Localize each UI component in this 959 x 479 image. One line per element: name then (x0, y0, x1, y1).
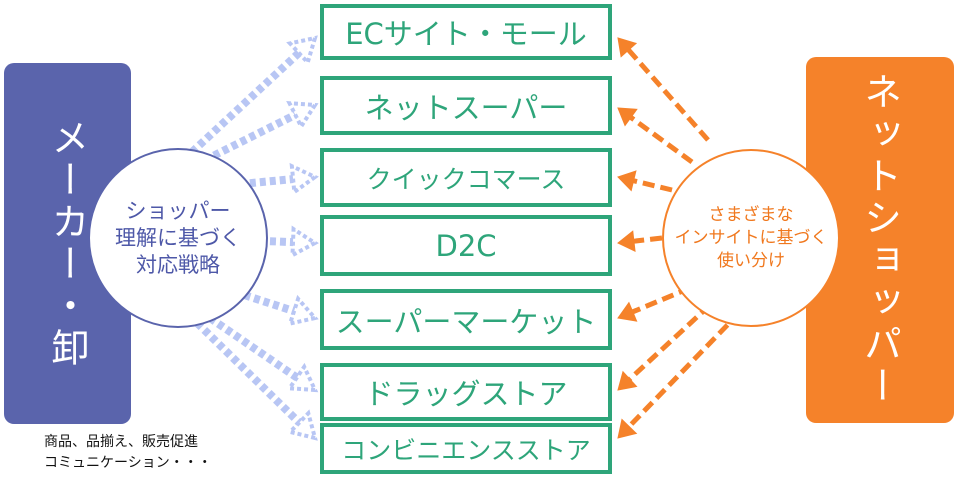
channel-d2c: D2C (320, 215, 612, 276)
channel-convenience-store: コンビニエンスストア (320, 423, 612, 474)
shopper-arrow-head (617, 370, 638, 391)
insight-usage-text: さまざまな インサイトに基づく 使い分け (674, 204, 828, 271)
maker-arrow-head (285, 362, 319, 393)
channel-net-super: ネットスーパー (320, 76, 612, 135)
channel-label: ネットスーパー (364, 90, 568, 125)
maker-arrow-head (286, 35, 318, 67)
maker-arrow-line (207, 314, 300, 381)
shopper-arrow-head (617, 418, 638, 439)
shopper-arrow-head (617, 170, 637, 192)
shopper-arrow-head (617, 37, 638, 58)
shopper-strategy-text: ショッパー 理解に基づく 対応戦略 (115, 198, 241, 277)
shopper-arrow-head (617, 301, 638, 322)
shopper-arrow-line (629, 115, 694, 165)
maker-arrow-head (286, 409, 318, 441)
maker-arrow-line (187, 313, 303, 426)
maker-arrow-head (286, 100, 319, 131)
shopper-arrow-line (632, 178, 673, 193)
shopper-arrow-line (627, 310, 742, 429)
channel-label: ECサイト・モール (345, 17, 587, 51)
maker-activities-note: 商品、品揃え、販売促進 コミュニケーション・・・ (44, 434, 212, 471)
maker-arrow-line (239, 236, 294, 247)
insight-usage-circle: さまざまな インサイトに基づく 使い分け (662, 149, 840, 327)
channel-label: コンビニエンスストア (341, 435, 591, 465)
maker-arrow-head (289, 162, 319, 196)
shopper-arrow-line (633, 235, 663, 244)
net-shopper-panel: ネットショッパー (806, 57, 954, 423)
shopper-arrow-head (617, 230, 636, 252)
maker-arrow-line (189, 50, 302, 155)
maker-arrow-line (203, 111, 298, 164)
maker-wholesaler-label: メーカー・卸 (45, 117, 89, 370)
channel-label: スーパーマーケット (335, 304, 597, 339)
channel-supermarket: スーパーマーケット (320, 289, 612, 350)
shopper-strategy-circle: ショッパー 理解に基づく 対応戦略 (88, 148, 268, 328)
channel-quick-commerce: クイックコマース (320, 148, 612, 207)
shopper-arrow-head (617, 107, 638, 127)
net-shopper-label: ネットショッパー (857, 72, 902, 408)
shopper-arrow-line (626, 48, 710, 142)
channel-ec-mall: ECサイト・モール (320, 4, 612, 60)
shopper-arrow-line (628, 303, 712, 381)
channel-drugstore: ドラッグストア (320, 363, 612, 421)
channel-label: クイックコマース (366, 164, 566, 194)
maker-arrow-head (287, 294, 319, 327)
channel-label: D2C (435, 228, 497, 263)
maker-arrow-head (290, 225, 319, 259)
channel-label: ドラッグストア (364, 377, 568, 411)
